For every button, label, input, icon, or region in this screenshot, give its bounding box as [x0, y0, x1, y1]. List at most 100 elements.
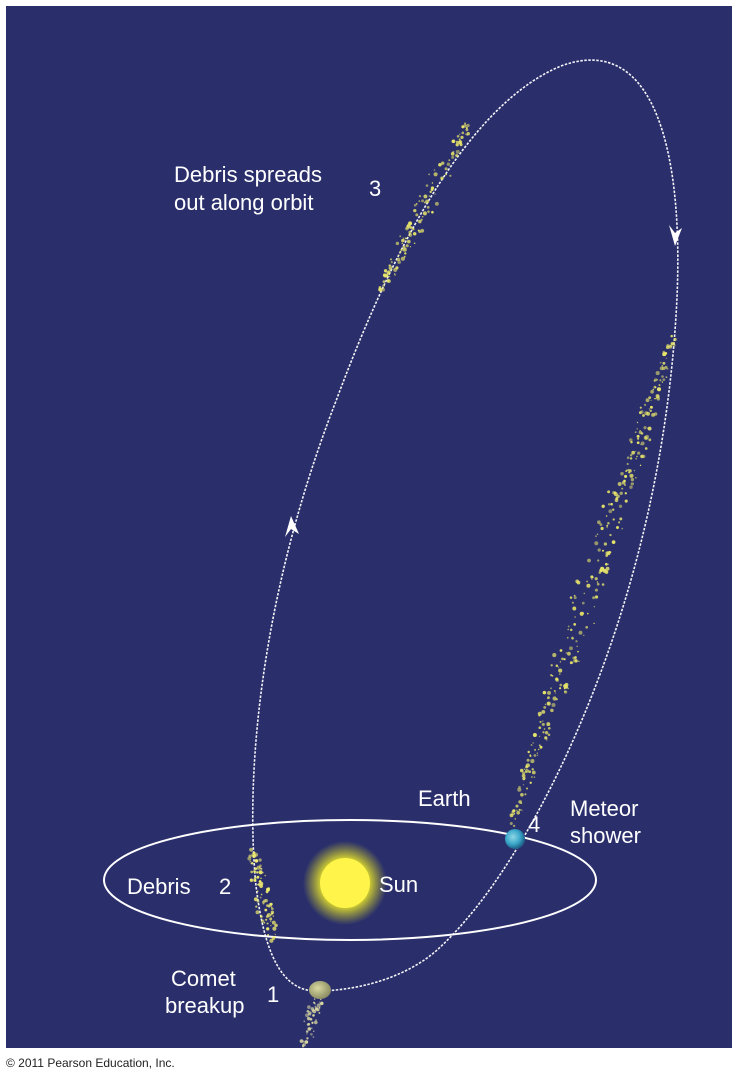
debris-particle: [386, 270, 391, 275]
debris-particle: [274, 923, 278, 928]
debris-particle: [312, 1036, 315, 1038]
debris-particle: [653, 379, 656, 382]
debris-particle: [527, 750, 530, 754]
debris-particle: [605, 562, 608, 566]
debris-particle: [422, 211, 427, 216]
debris-particle: [636, 434, 640, 438]
debris-particle: [551, 702, 556, 708]
debris-particle: [550, 664, 553, 667]
debris-particle: [385, 274, 389, 278]
debris-particle: [596, 533, 599, 536]
debris-particle: [541, 722, 545, 726]
debris-particle: [267, 934, 269, 936]
debris-particle: [306, 1009, 310, 1013]
earth-orbit: [103, 819, 597, 941]
debris-particle: [446, 162, 451, 166]
debris-particle: [547, 690, 551, 695]
debris-particle: [314, 1020, 318, 1025]
debris-particle: [425, 199, 430, 204]
debris-particle: [455, 143, 459, 147]
debris-particle: [398, 254, 400, 257]
debris-particle: [554, 692, 556, 694]
debris-particle: [318, 1001, 321, 1003]
debris-particle: [529, 781, 532, 785]
debris-particle: [405, 244, 409, 248]
debris-particle: [597, 548, 601, 552]
debris-particle: [653, 397, 656, 400]
debris-particle: [382, 280, 386, 283]
debris-particle: [542, 720, 544, 722]
debris-particle: [466, 123, 470, 128]
debris-particle: [256, 865, 261, 870]
debris-particle: [316, 1003, 321, 1008]
debris-particle: [563, 658, 566, 661]
debris-particle: [257, 883, 261, 886]
diagram-panel: Debris spreads out along orbit 3 Earth 4…: [6, 6, 732, 1048]
debris-particle: [413, 242, 416, 245]
debris-particle: [606, 526, 608, 529]
debris-particle: [444, 167, 448, 171]
debris-particle: [655, 371, 660, 376]
debris-particle: [553, 689, 556, 693]
debris-particle: [517, 787, 522, 792]
debris-particle: [253, 876, 257, 880]
step2-number: 2: [219, 874, 232, 899]
sun-label: Sun: [379, 872, 419, 897]
debris-particle: [313, 1010, 316, 1012]
comet-orbit: [251, 59, 679, 992]
debris-particle: [631, 450, 635, 455]
debris-particle: [606, 524, 609, 527]
debris-particle: [260, 915, 263, 918]
debris-particle: [258, 858, 262, 862]
debris-particle: [302, 1042, 306, 1047]
debris-particle: [314, 1007, 319, 1011]
debris-particle: [630, 482, 634, 486]
debris-particle: [672, 343, 676, 348]
copyright-notice: © 2011 Pearson Education, Inc.: [6, 1056, 175, 1070]
debris-particle: [555, 698, 558, 701]
debris-particle: [526, 758, 530, 762]
debris-particle: [257, 895, 259, 897]
debris-particle: [636, 441, 640, 445]
debris-particle: [607, 563, 609, 566]
debris-particle: [264, 898, 268, 903]
debris-particle: [543, 705, 547, 709]
debris-particle: [640, 441, 645, 446]
debris-particle: [266, 887, 270, 892]
debris-particle: [520, 792, 524, 797]
debris-particle: [302, 1040, 305, 1043]
debris-particle: [412, 232, 417, 236]
debris-particle: [581, 601, 585, 605]
debris-particle: [305, 1013, 309, 1018]
debris-particle: [310, 1033, 313, 1036]
debris-particle: [635, 457, 637, 460]
debris-particle: [465, 128, 469, 132]
debris-particle: [629, 485, 633, 489]
debris-particle: [449, 174, 452, 177]
debris-particle: [567, 651, 571, 656]
debris-particle: [531, 770, 536, 775]
debris-particle: [532, 733, 537, 737]
comet-breakup-label-line2: breakup: [165, 993, 245, 1018]
debris-particle: [438, 163, 442, 167]
debris-particle: [624, 474, 628, 478]
debris-particle: [567, 687, 570, 690]
debris-particle: [270, 914, 272, 916]
debris-particle: [516, 809, 518, 811]
debris-particle: [418, 200, 421, 202]
debris-particle: [599, 523, 603, 527]
debris-particle: [661, 381, 664, 383]
debris-particle: [539, 745, 543, 749]
debris-particle: [423, 194, 428, 199]
debris-particle: [652, 388, 655, 391]
debris-particle: [254, 867, 258, 871]
debris-particle: [578, 630, 583, 635]
debris-particle: [524, 777, 526, 779]
debris-particle: [659, 366, 664, 371]
debris-particle: [608, 509, 613, 514]
debris-particle: [666, 367, 669, 370]
debris-particle: [546, 722, 551, 727]
debris-particle: [576, 645, 578, 648]
debris-particle: [579, 611, 584, 616]
debris-particle: [665, 376, 668, 378]
